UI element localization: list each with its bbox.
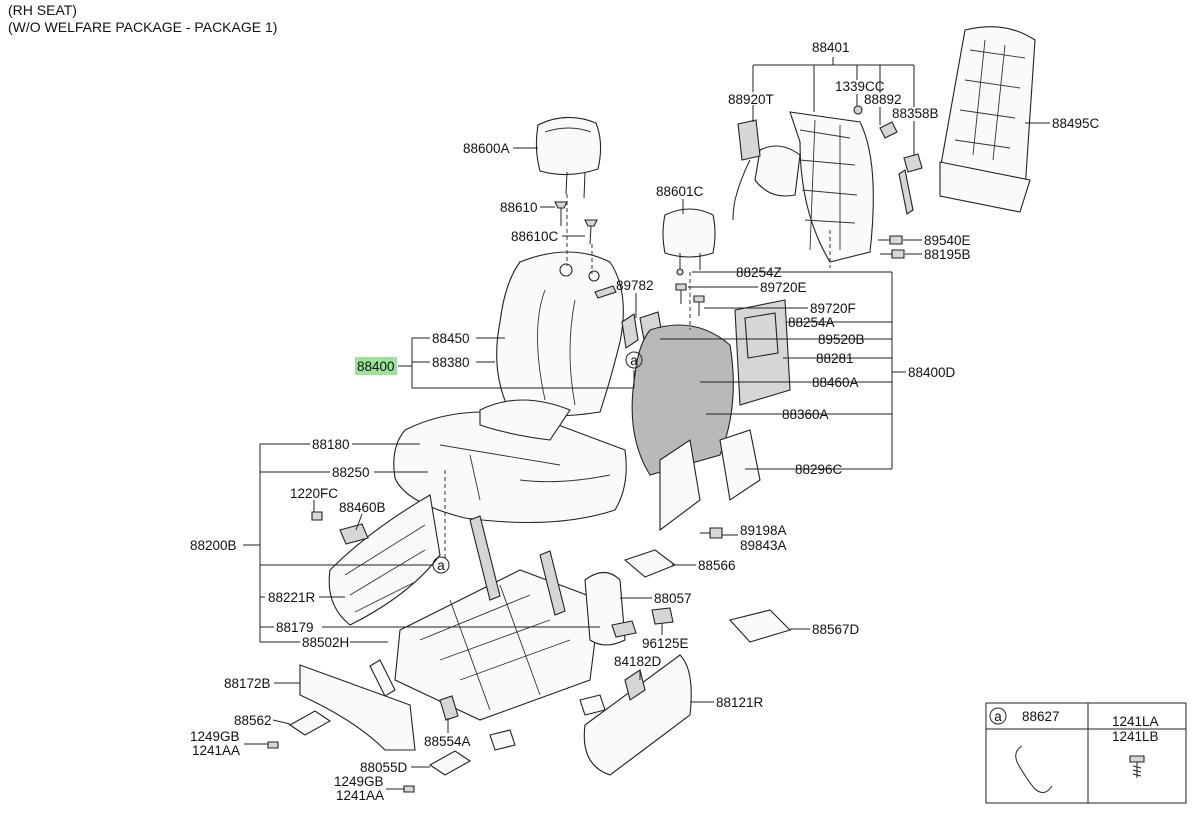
callout-a-lower: a	[432, 556, 450, 574]
part-label-88401: 88401	[812, 40, 850, 55]
legend-part-1241lb: 1241LB	[1112, 729, 1159, 744]
part-label-88400[interactable]: 88400	[357, 359, 395, 374]
part-label-88121r: 88121R	[716, 695, 764, 710]
highlight-88400	[355, 357, 397, 375]
part-label-88180: 88180	[312, 437, 350, 452]
back-board-drawing	[939, 26, 1036, 213]
part-label-88400d: 88400D	[908, 365, 956, 380]
part-label-89540e: 89540E	[924, 233, 971, 248]
part-label-88254a: 88254A	[788, 315, 835, 330]
leader-lines	[243, 57, 1050, 790]
part-label-88610c: 88610C	[511, 229, 559, 244]
part-label-88172b: 88172B	[224, 676, 271, 691]
trim-cover-left-drawing	[299, 664, 416, 751]
bolts-drawing	[878, 235, 905, 259]
part-label-1241aa-upper: 1241AA	[192, 743, 240, 758]
headrest-guide-drawing	[554, 201, 598, 245]
part-label-84182d: 84182D	[614, 654, 662, 669]
bolt-89198a-drawing	[700, 527, 723, 539]
part-label-88610: 88610	[500, 200, 538, 215]
part-label-88567d: 88567D	[812, 622, 860, 637]
part-label-88450: 88450	[432, 331, 470, 346]
part-label-88554a: 88554A	[424, 734, 471, 749]
part-label-89198a: 89198A	[740, 523, 787, 538]
lock-parts-drawing	[621, 268, 705, 349]
part-label-88920t: 88920T	[728, 92, 774, 107]
part-label-88179: 88179	[276, 620, 314, 635]
part-label-89720e: 89720E	[760, 280, 807, 295]
part-label-88358b: 88358B	[892, 106, 939, 121]
bracket-88296c-drawing	[659, 429, 761, 532]
part-label-1249gb-upper: 1249GB	[190, 729, 240, 744]
legend-part-88627: 88627	[1022, 709, 1060, 724]
screw-icon	[1129, 755, 1145, 778]
legend-ref-a: a	[994, 709, 1002, 724]
part-label-88502h: 88502H	[302, 635, 349, 650]
part-label-88250: 88250	[332, 465, 370, 480]
legend-box: a 88627 1241LA 1241LB	[985, 702, 1187, 804]
part-label-88254z: 88254Z	[736, 265, 782, 280]
part-label-88601c: 88601C	[656, 184, 704, 199]
header-seat-side: (RH SEAT)	[8, 2, 77, 18]
part-label-1220fc: 1220FC	[290, 486, 338, 501]
legend-part-1241la: 1241LA	[1112, 714, 1159, 729]
part-label-88566: 88566	[698, 558, 736, 573]
callout-a-upper: a	[625, 351, 643, 369]
part-label-88892: 88892	[864, 92, 902, 107]
trim-cover-right-drawing	[583, 654, 692, 776]
seatback-frame-drawing	[754, 105, 923, 263]
side-shield-drawing	[311, 494, 441, 626]
part-label-89720f: 89720F	[810, 301, 856, 316]
part-label-1241aa-lower: 1241AA	[336, 788, 384, 803]
seat-cushion-drawing	[393, 399, 627, 524]
part-label-88281: 88281	[816, 351, 854, 366]
part-label-1339cc: 1339CC	[835, 79, 885, 94]
seatback-cushion-drawing	[496, 251, 624, 417]
part-label-96125e: 96125E	[642, 636, 689, 651]
part-label-88460b: 88460B	[339, 500, 386, 515]
part-label-88057: 88057	[654, 591, 692, 606]
part-label-88360a: 88360A	[782, 407, 829, 422]
svg-text:a: a	[437, 558, 445, 573]
part-label-88380: 88380	[432, 355, 470, 370]
part-label-88200b: 88200B	[190, 538, 237, 553]
harness-drawing	[732, 119, 761, 221]
part-label-89843a: 89843A	[740, 538, 787, 553]
recliner-parts-drawing	[584, 549, 792, 646]
small-brackets-drawing	[267, 695, 472, 793]
part-label-88600a: 88600A	[463, 141, 510, 156]
assembly-dashes	[444, 194, 831, 560]
part-label-88221r: 88221R	[268, 590, 316, 605]
seat-frame-drawing	[369, 515, 606, 751]
headrest-front-drawing	[535, 116, 602, 199]
part-label-88296c: 88296C	[795, 462, 843, 477]
part-label-1249gb-lower: 1249GB	[334, 774, 384, 789]
part-label-89782: 89782	[616, 278, 654, 293]
part-label-89520b: 89520B	[818, 332, 865, 347]
part-label-88195b: 88195B	[924, 247, 971, 262]
headrest-rear-drawing	[662, 208, 716, 270]
svg-text:a: a	[630, 353, 638, 368]
header-package-note: (W/O WELFARE PACKAGE - PACKAGE 1)	[8, 19, 278, 35]
part-label-88055d: 88055D	[360, 760, 408, 775]
part-label-88495c: 88495C	[1052, 116, 1100, 131]
hook-wire-icon	[1015, 745, 1053, 793]
part-label-88562: 88562	[234, 713, 272, 728]
part-label-88460a: 88460A	[812, 375, 859, 390]
back-cover-drawing	[631, 299, 791, 476]
